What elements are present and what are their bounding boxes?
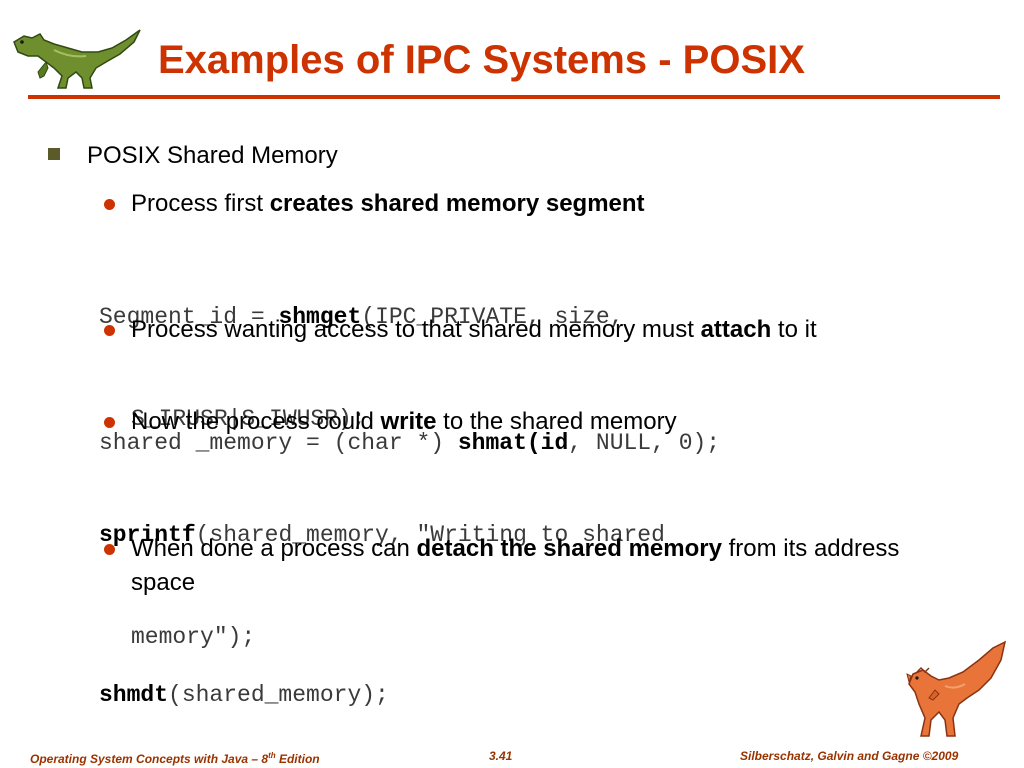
page-title: Examples of IPC Systems - POSIX xyxy=(158,38,805,82)
section-heading: POSIX Shared Memory xyxy=(87,142,338,169)
code-line: Segment_id = shmget(IPC_PRIVATE, size, xyxy=(99,304,624,330)
list-item: Process wanting access to that shared me… xyxy=(131,313,817,347)
item-text-bold: creates shared memory segment xyxy=(269,190,645,217)
item-text: from its address space xyxy=(131,535,900,596)
item-text: Now the process could xyxy=(131,408,381,435)
code-block: shared _memory = (char *) shmat(id, NULL… xyxy=(99,358,720,494)
code-line: sprintf(shared_memory, "Writing to share… xyxy=(99,522,665,548)
item-text: Process first xyxy=(131,190,270,217)
item-text-bold: attach xyxy=(700,316,772,343)
code-line: shmdt(shared_memory); xyxy=(99,682,389,708)
list-item: Process first creates shared memory segm… xyxy=(131,187,645,221)
item-text: Process wanting access to that shared me… xyxy=(131,316,701,343)
item-text: When done a process can xyxy=(131,535,417,562)
green-dinosaur-logo xyxy=(13,29,141,89)
square-bullet-icon xyxy=(48,148,60,160)
item-text-bold: write xyxy=(380,408,437,435)
code-line: S_IRUSR|S_IWUSR); xyxy=(131,406,366,432)
round-bullet-icon xyxy=(104,417,115,428)
footer-page-number: 3.41 xyxy=(489,749,513,763)
round-bullet-icon xyxy=(104,544,115,555)
list-item: When done a process can detach the share… xyxy=(131,532,951,600)
code-line: memory"); xyxy=(131,624,256,650)
item-text-bold: detach the shared memory xyxy=(416,535,722,562)
list-item: Now the process could write to the share… xyxy=(131,405,677,439)
code-block: Segment_id = shmget(IPC_PRIVATE, size, S… xyxy=(99,232,624,470)
code-block: shmdt(shared_memory); xyxy=(99,610,389,746)
round-bullet-icon xyxy=(104,325,115,336)
item-text: to the shared memory xyxy=(436,408,677,435)
footer-book-title: Operating System Concepts with Java – 8t… xyxy=(30,751,320,766)
orange-dinosaur-logo xyxy=(906,640,1007,737)
code-line: shared _memory = (char *) shmat(id, NULL… xyxy=(99,430,721,456)
footer-authors: Silberschatz, Galvin and Gagne ©2009 xyxy=(740,749,959,763)
item-text: to it xyxy=(771,316,817,343)
round-bullet-icon xyxy=(104,199,115,210)
title-divider xyxy=(28,95,1000,99)
code-block: sprintf(shared_memory, "Writing to share… xyxy=(99,450,665,688)
